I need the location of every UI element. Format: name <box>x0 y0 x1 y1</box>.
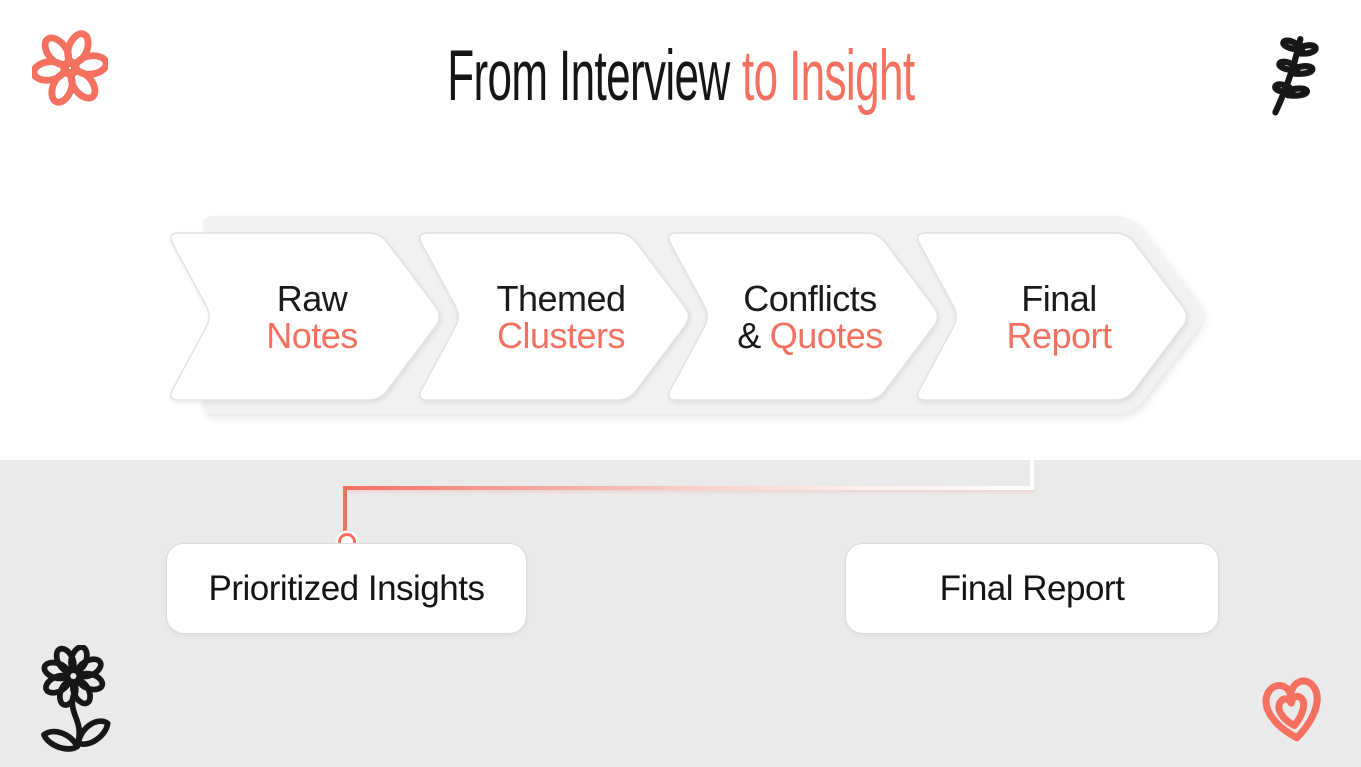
step-label-top: Raw <box>277 280 348 317</box>
step-label-accent: Notes <box>266 315 358 356</box>
step-label-accent: Quotes <box>770 315 883 356</box>
flow-step-conflicts-quotes: Conflicts &Quotes <box>690 269 930 365</box>
card-prioritized-insights: Prioritized Insights <box>166 543 527 634</box>
step-label-amp: & <box>737 315 761 356</box>
flow-step-themed-clusters: Themed Clusters <box>441 269 681 365</box>
title-black-part: From Interview <box>447 37 729 116</box>
connector-line-vertical-accent <box>343 486 347 537</box>
step-label-top: Themed <box>496 280 625 317</box>
step-label-accent: Report <box>1006 315 1111 356</box>
title-accent-part: to Insight <box>742 37 914 116</box>
flow-step-raw-notes: Raw Notes <box>192 269 432 365</box>
title-row: From Interviewto Insight <box>0 36 1361 116</box>
daisy-doodle-icon <box>34 645 116 761</box>
card-label: Final Report <box>940 569 1125 609</box>
page-title: From Interviewto Insight <box>447 41 914 112</box>
step-label-top: Conflicts <box>743 280 877 317</box>
connector-line-vertical-white <box>1030 440 1034 490</box>
flow-step-final-report: Final Report <box>939 269 1179 365</box>
flower-outline-icon <box>32 28 108 108</box>
card-final-report: Final Report <box>845 543 1219 634</box>
double-heart-icon <box>1254 672 1332 748</box>
branch-doodle-icon <box>1252 22 1330 117</box>
connector-line-horizontal <box>343 486 1034 490</box>
step-label-accent: Clusters <box>497 315 625 356</box>
card-label: Prioritized Insights <box>209 569 485 609</box>
step-label-top: Final <box>1021 280 1097 317</box>
